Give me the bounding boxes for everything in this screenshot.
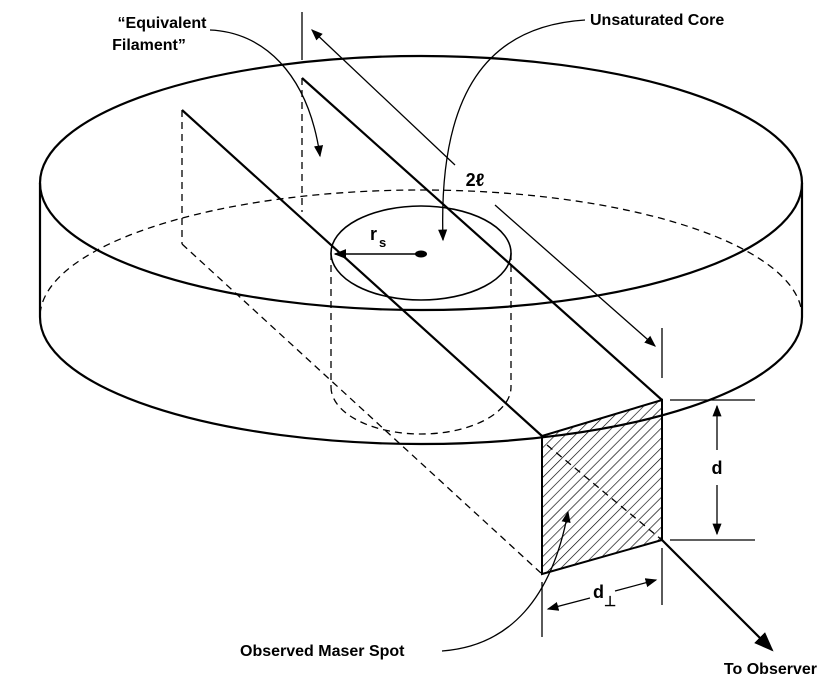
disk-bottom-hidden-edge [39, 189, 803, 445]
observed-maser-spot-area [541, 398, 663, 576]
core-radius-subscript: s [379, 235, 386, 250]
d-perp-dimension [541, 548, 663, 637]
unsaturated-core-top [330, 205, 512, 301]
unsaturated-core-leader [438, 19, 586, 242]
unsaturated-core-label: Unsaturated Core [590, 12, 724, 29]
two-l-label: 2ℓ [466, 170, 485, 190]
observed-maser-spot-label: Observed Maser Spot [240, 643, 405, 660]
two-l-arrow-up [311, 29, 456, 166]
label-leaders [209, 19, 586, 652]
two-l-dimension [301, 12, 663, 378]
core-radius-label: r [370, 224, 377, 244]
equivalent-filament-label-line2: Filament” [112, 37, 186, 54]
filament-bottom-diagonal [181, 243, 543, 575]
observed-maser-spot-leader [441, 510, 571, 652]
two-l-arrow-down [494, 204, 656, 347]
disk-bottom-front-edge [38, 316, 804, 446]
disk-outline [38, 54, 804, 446]
filament-top-left-edge [181, 109, 543, 437]
to-observer-arrow [661, 539, 774, 652]
d-perp-arrow-left [546, 597, 591, 611]
to-observer-label: To Observer [724, 661, 817, 678]
d-label: d [712, 458, 723, 478]
core-bottom-hidden-edge [330, 386, 512, 435]
filament-edges [181, 77, 663, 437]
d-perp-subscript: ⊥ [604, 593, 616, 609]
d-dimension [670, 399, 755, 541]
d-perp-arrow-right [614, 578, 658, 592]
equivalent-filament-leader [209, 29, 324, 158]
filament-top-right-edge [301, 77, 663, 401]
equivalent-filament-label-line1: “Equivalent [118, 15, 208, 32]
d-perp-label: d [593, 582, 604, 602]
